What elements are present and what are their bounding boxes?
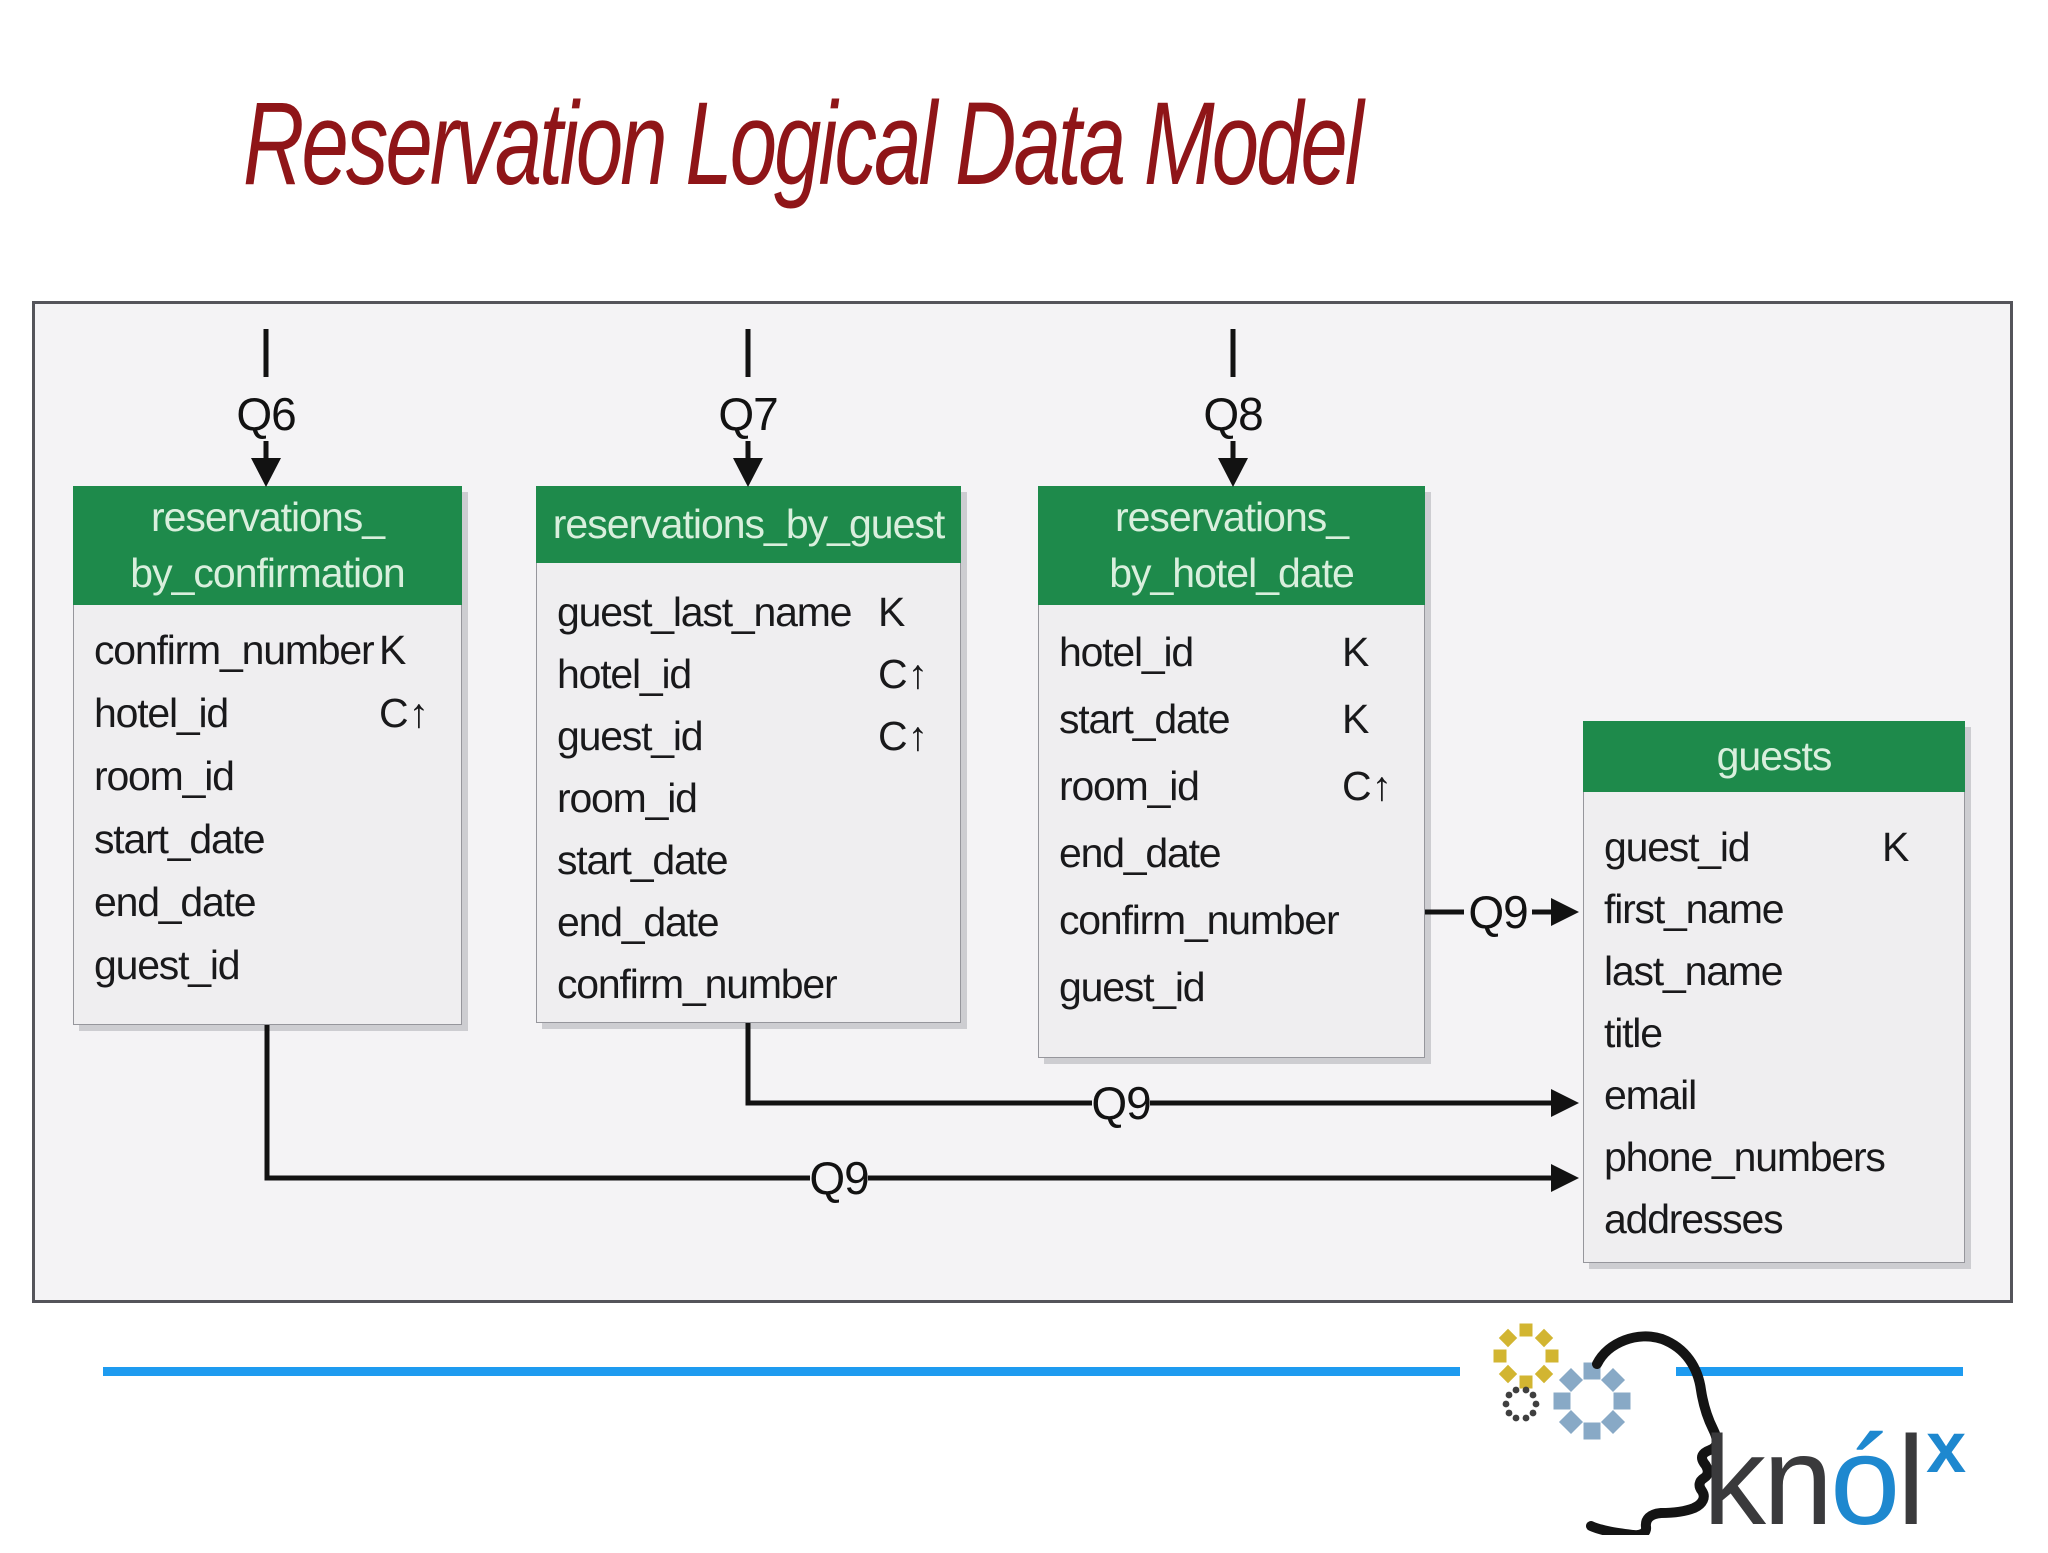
field-row: title (1584, 1002, 1964, 1064)
field-name: last_name (1604, 947, 1784, 994)
field-name: guest_id (94, 942, 241, 988)
gear-steel-icon (1553, 1362, 1631, 1440)
table-title-line2: by_confirmation (130, 549, 405, 596)
field-row: hotel_id K (1039, 619, 1424, 686)
field-name: start_date (1059, 696, 1231, 742)
field-row: first_name (1584, 878, 1964, 940)
field-name: title (1604, 1009, 1663, 1056)
field-row: guest_id K (1584, 816, 1964, 878)
field-row: confirm_number (537, 953, 960, 1015)
field-name: hotel_id (1059, 629, 1194, 675)
key-badge: K (1342, 629, 1370, 675)
field-row: email (1584, 1064, 1964, 1126)
field-row: guest_last_name K (537, 581, 960, 643)
field-name: guest_id (557, 712, 704, 759)
key-badge: K (379, 627, 407, 673)
field-name: email (1604, 1071, 1697, 1118)
table-title-line1: reservations_ (1114, 494, 1349, 541)
field-name: start_date (94, 816, 266, 862)
logo-kn: kn (1703, 1410, 1833, 1551)
key-badge: C↑ (1342, 763, 1393, 809)
field-name: room_id (94, 753, 235, 799)
key-badge: C↑ (379, 690, 430, 736)
logo-o-accent: ó (1830, 1410, 1900, 1551)
field-name: room_id (557, 774, 698, 821)
table-title: reservations_by_guest (552, 500, 946, 547)
field-name: start_date (557, 836, 729, 883)
entity-table-reservations-by-guest: reservations_by_guest guest_last_name K h… (536, 486, 961, 1023)
table-title: guests (1716, 732, 1833, 779)
field-name: guest_id (1059, 964, 1206, 1010)
field-row: start_date K (1039, 686, 1424, 753)
key-badge: K (878, 588, 906, 635)
field-row: start_date (537, 829, 960, 891)
table-header: reservations_by_guest (536, 486, 961, 563)
field-name: end_date (94, 879, 257, 925)
page-title: Reservation Logical Data Model (243, 78, 1364, 210)
logo-l: l (1897, 1410, 1925, 1551)
key-badge: K (1342, 696, 1370, 742)
gear-dotted-icon (1502, 1386, 1540, 1422)
field-row: phone_numbers (1584, 1126, 1964, 1188)
field-row: room_id C↑ (1039, 753, 1424, 820)
field-row: room_id (74, 745, 461, 808)
field-name: hotel_id (557, 650, 692, 697)
field-name: first_name (1604, 885, 1785, 932)
table-title-line2: by_hotel_date (1109, 549, 1355, 596)
table-title-line1: reservations_ (150, 494, 385, 541)
field-row: hotel_id C↑ (74, 682, 461, 745)
field-name: confirm_number (557, 960, 838, 1007)
key-badge: C↑ (878, 712, 929, 759)
table-body: guest_id K first_name last_name title ema… (1584, 792, 1964, 1262)
field-row: guest_id (74, 934, 461, 997)
field-name: end_date (557, 898, 720, 945)
field-name: confirm_number (94, 627, 375, 673)
field-row: room_id (537, 767, 960, 829)
entity-table-reservations-by-confirmation: reservations_ by_confirmation confirm_nu… (73, 486, 462, 1025)
gear-yellow-icon (1493, 1323, 1559, 1389)
table-header: guests (1583, 721, 1965, 792)
table-header: reservations_ by_confirmation (73, 486, 462, 605)
field-row: end_date (537, 891, 960, 953)
head-profile-icon (1586, 1331, 1722, 1535)
field-name: guest_id (1604, 823, 1751, 870)
field-row: end_date (1039, 820, 1424, 887)
field-name: room_id (1059, 763, 1200, 809)
field-row: start_date (74, 808, 461, 871)
field-name: hotel_id (94, 690, 229, 736)
entity-table-guests: guests guest_id K first_name last_name ti… (1583, 721, 1965, 1263)
key-badge: K (1882, 823, 1910, 870)
field-name: guest_last_name (557, 588, 852, 635)
logo-sup-x: x (1926, 1408, 1966, 1488)
field-row: hotel_id C↑ (537, 643, 960, 705)
divider-gap (1460, 1356, 1676, 1386)
table-header: reservations_ by_hotel_date (1038, 486, 1425, 605)
knolx-logo: knólx (1703, 1408, 1966, 1553)
divider-line (103, 1367, 1963, 1376)
field-row: addresses (1584, 1188, 1964, 1250)
field-row: confirm_number (1039, 887, 1424, 954)
field-row: end_date (74, 871, 461, 934)
field-name: confirm_number (1059, 897, 1340, 943)
field-name: addresses (1604, 1195, 1784, 1242)
field-row: guest_id (1039, 954, 1424, 1021)
field-row: last_name (1584, 940, 1964, 1002)
field-name: phone_numbers (1604, 1133, 1886, 1180)
field-name: end_date (1059, 830, 1222, 876)
key-badge: C↑ (878, 650, 929, 697)
field-row: guest_id C↑ (537, 705, 960, 767)
